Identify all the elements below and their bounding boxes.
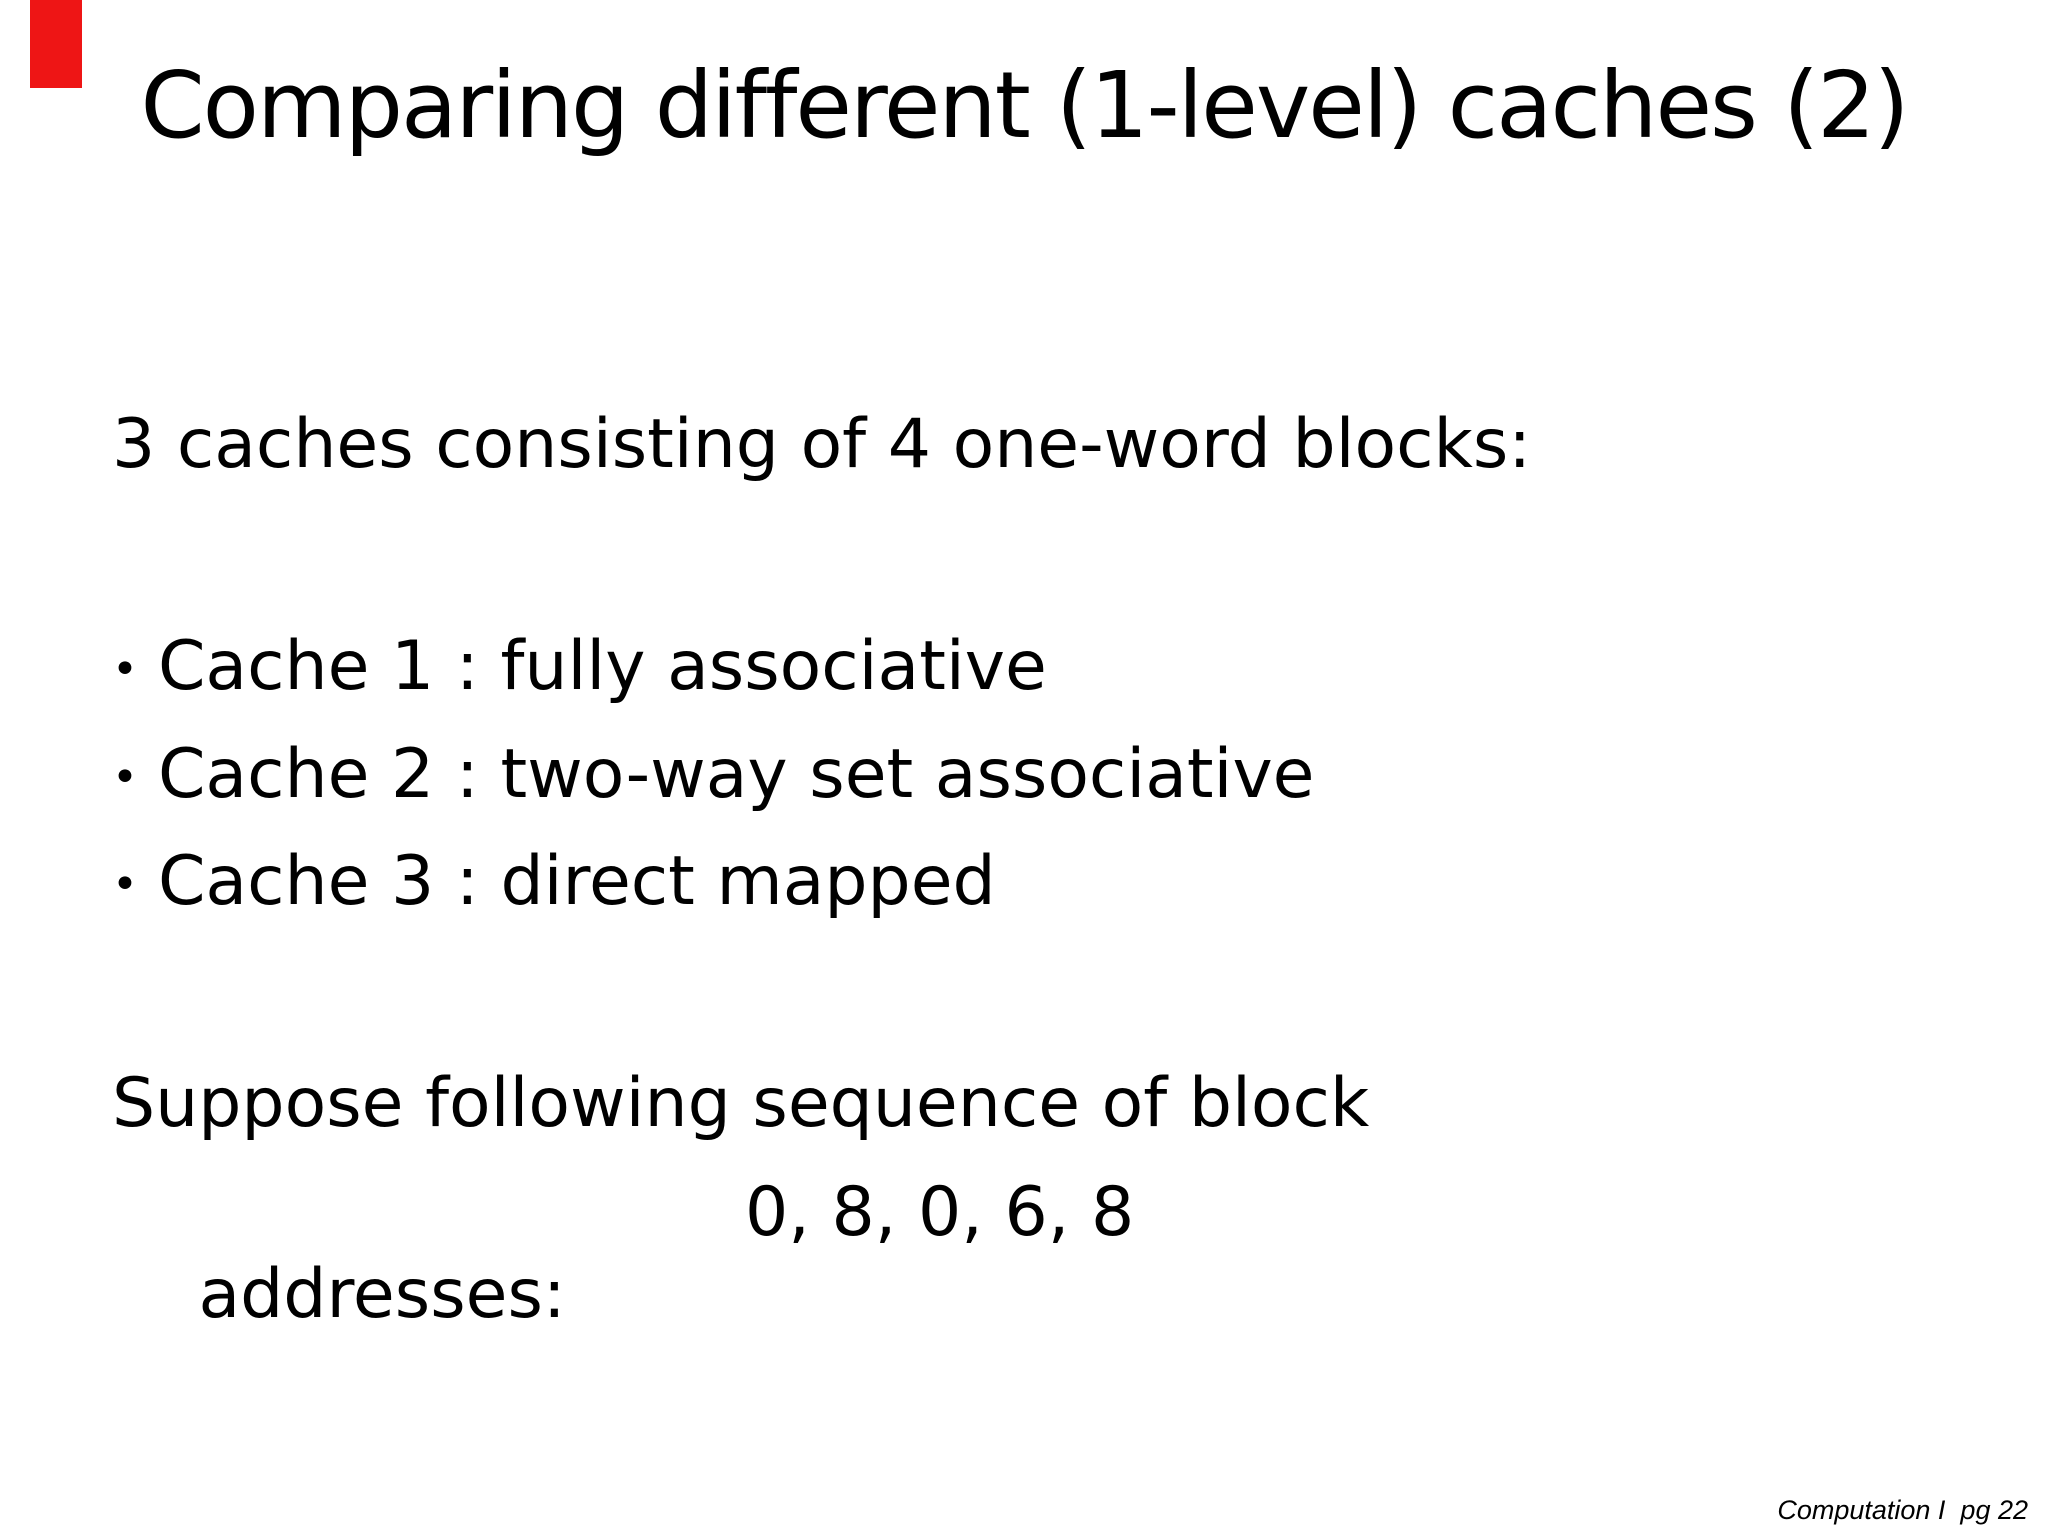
- intro-text: 3 caches consisting of 4 one-word blocks…: [112, 405, 1532, 484]
- page-title: Comparing different (1-level) caches (2): [140, 52, 1909, 159]
- block-address-sequence: 0, 8, 0, 6, 8: [745, 1173, 1135, 1252]
- bullet-text: Cache 2 : two-way set associative: [157, 735, 1315, 814]
- suppose-text-line-1: Suppose following sequence of block: [112, 1064, 1370, 1143]
- bullet-icon: •: [112, 644, 138, 695]
- bullet-item-cache-2: • Cache 2 : two-way set associative: [112, 734, 1315, 816]
- footer-page-number: Computation I pg 22: [1777, 1495, 2028, 1525]
- suppose-text-line-2: addresses: 0, 8, 0, 6, 8: [112, 1172, 1512, 1498]
- addresses-label: addresses:: [198, 1254, 566, 1334]
- bullet-icon: •: [112, 752, 138, 803]
- bullet-icon: •: [112, 859, 138, 910]
- red-corner-marker: [30, 0, 82, 88]
- bullet-item-cache-1: • Cache 1 : fully associative: [112, 626, 1047, 708]
- bullet-item-cache-3: • Cache 3 : direct mapped: [112, 841, 996, 923]
- bullet-text: Cache 1 : fully associative: [157, 627, 1047, 706]
- bullet-text: Cache 3 : direct mapped: [157, 842, 996, 921]
